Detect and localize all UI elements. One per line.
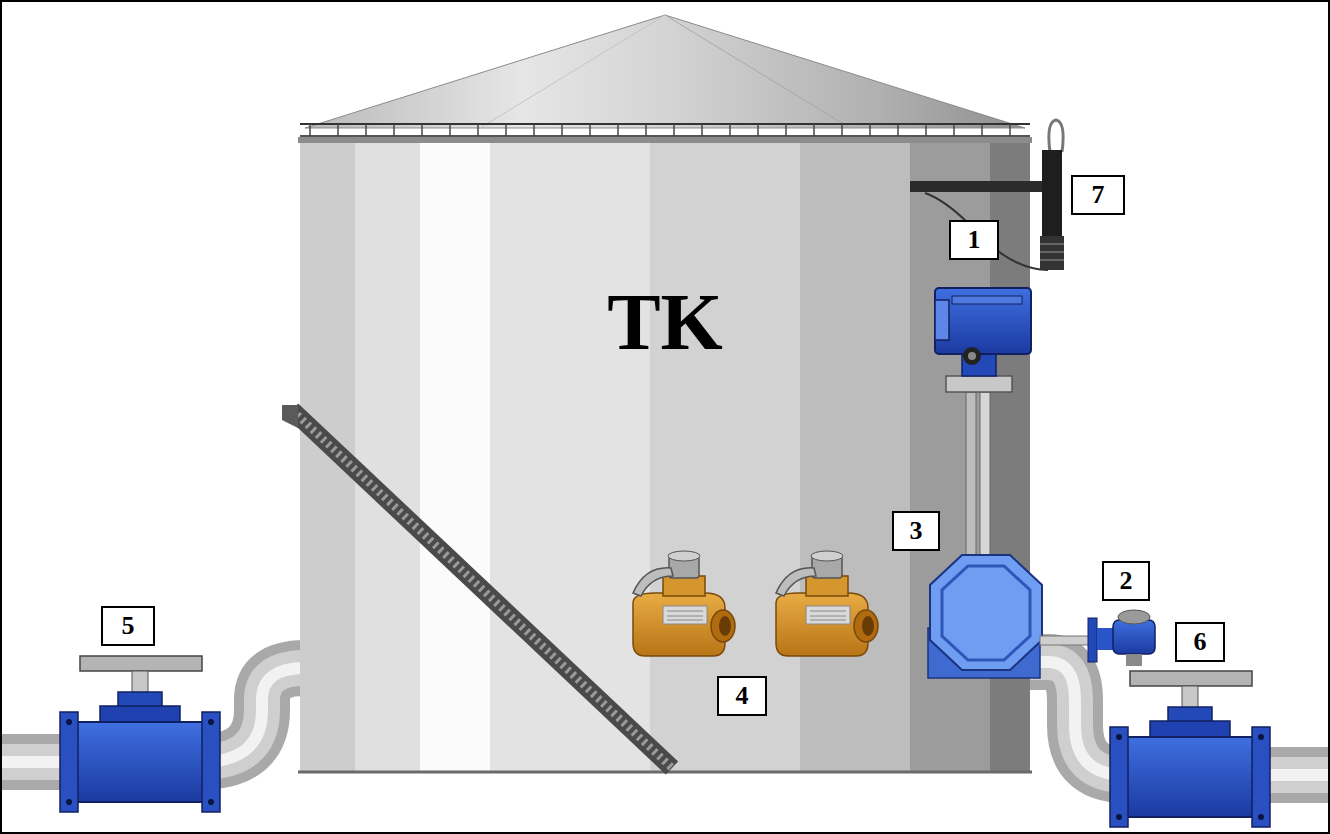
gate-valve	[60, 656, 220, 812]
callout-box: 4	[717, 676, 767, 716]
radar-antenna	[910, 120, 1064, 270]
brass-valve	[633, 551, 735, 656]
sensor-housing	[928, 555, 1042, 678]
callout-box: 6	[1175, 622, 1225, 662]
callout-box: 1	[949, 220, 999, 260]
callout-box: 3	[892, 511, 940, 551]
tank-body	[300, 140, 1030, 772]
side-transmitter	[1040, 610, 1155, 666]
brass-valve	[776, 551, 878, 656]
callout-number: 4	[736, 683, 749, 709]
callout-box: 5	[101, 606, 155, 646]
callout-box: 2	[1102, 561, 1150, 601]
tank-label-box: TK	[603, 280, 727, 364]
level-transmitter	[935, 288, 1031, 562]
tank-rim	[298, 137, 1032, 143]
callout-number: 7	[1092, 182, 1105, 208]
callout-number: 5	[122, 613, 135, 639]
callout-number: 1	[968, 227, 981, 253]
callout-box: 7	[1071, 175, 1125, 215]
tank-roof	[300, 15, 1030, 136]
tank-stairs	[282, 405, 672, 768]
callout-number: 6	[1194, 629, 1207, 655]
gate-valve	[1110, 671, 1270, 827]
tank-tag: TK	[607, 282, 723, 362]
callout-number: 3	[910, 518, 923, 544]
callout-number: 2	[1120, 568, 1133, 594]
